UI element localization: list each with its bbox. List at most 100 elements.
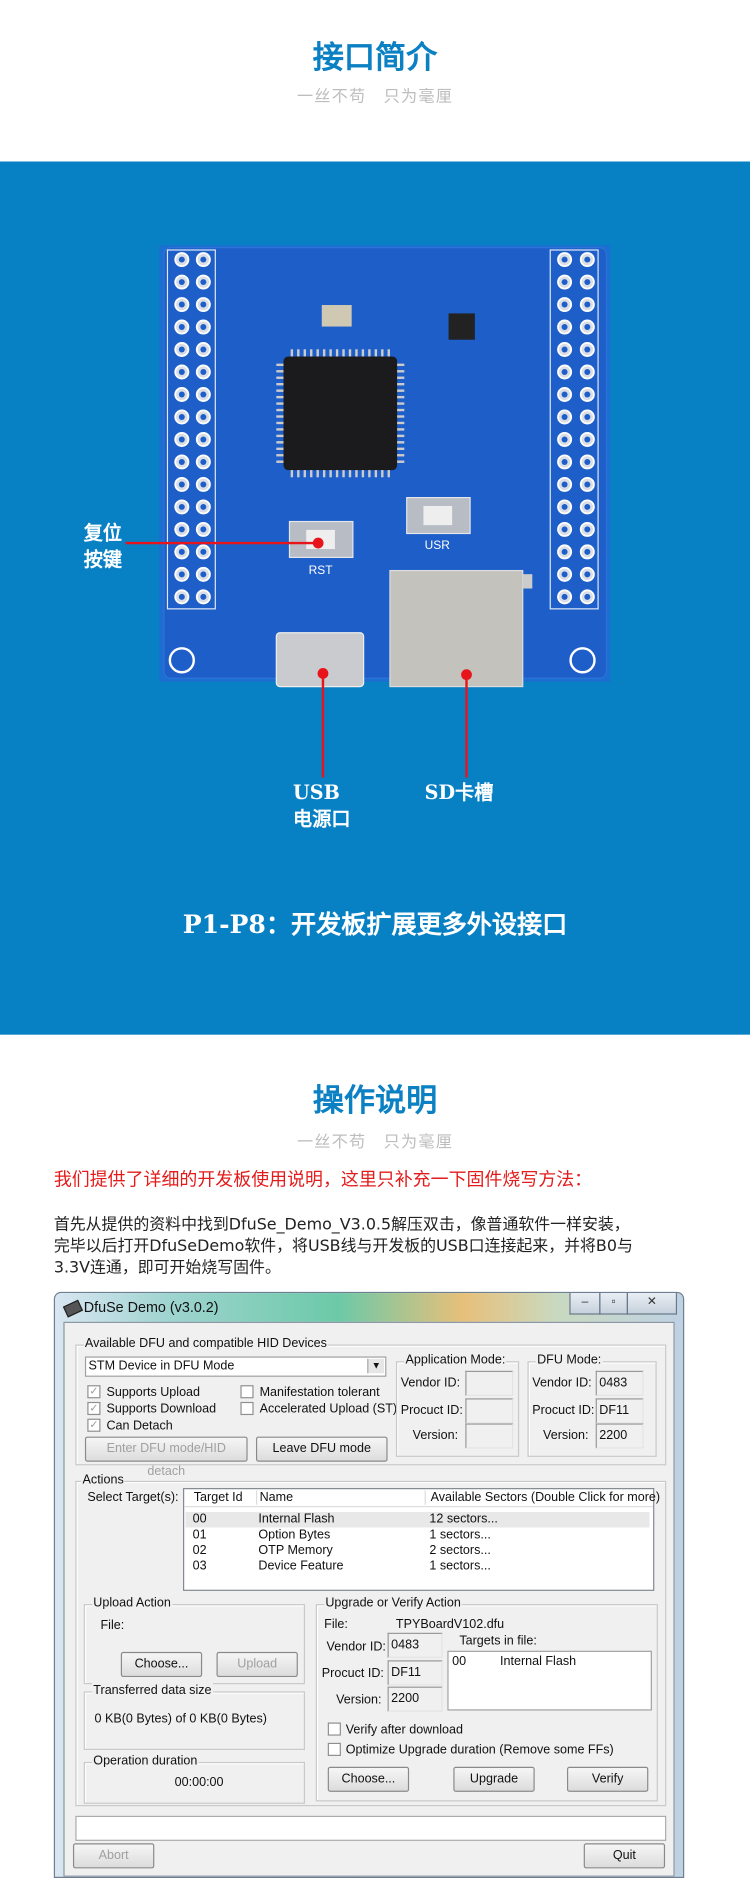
header-pin-hole xyxy=(178,279,185,286)
chip-leg xyxy=(397,383,405,386)
upgrade-product-field: DF11 xyxy=(387,1660,443,1686)
header-pin-hole xyxy=(561,413,568,420)
sd-card-slot xyxy=(389,569,524,688)
upgrade-file-name: TPYBoardV102.dfu xyxy=(395,1617,505,1632)
targets-in-file-list[interactable]: 00 Internal Flash xyxy=(447,1650,652,1711)
chip-leg xyxy=(276,389,284,392)
header-pin-hole xyxy=(200,369,207,375)
header-pin-hole xyxy=(584,503,591,510)
duration-value: 00:00:00 xyxy=(174,1775,224,1790)
verify-button[interactable]: Verify xyxy=(566,1766,649,1792)
header-pin-hole xyxy=(561,301,568,308)
upload-choose-button[interactable]: Choose... xyxy=(120,1651,203,1678)
enter-dfu-button[interactable]: Enter DFU mode/HID detach xyxy=(84,1436,248,1478)
quit-button[interactable]: Quit xyxy=(583,1843,666,1869)
duration-label: Operation duration xyxy=(92,1753,199,1768)
optimize-upgrade-checkbox[interactable] xyxy=(327,1742,341,1756)
ic-u4 xyxy=(448,313,475,340)
header-pin-hole xyxy=(561,458,568,465)
transferred-group: Transferred data size xyxy=(83,1683,306,1750)
header-pin-hole xyxy=(178,571,185,578)
chip-leg xyxy=(397,395,405,399)
checkbox-label: Optimize Upgrade duration (Remove some F… xyxy=(345,1742,614,1758)
header-pin-hole xyxy=(561,324,568,331)
table-cell: 1 sectors... xyxy=(429,1558,491,1573)
chip-leg xyxy=(374,349,378,357)
reset-label-line1: 复位 xyxy=(83,521,123,545)
upgrade-vendor-field: 0483 xyxy=(387,1632,443,1658)
dfu-product-label: Procuct ID: xyxy=(532,1403,595,1418)
close-button[interactable]: ✕ xyxy=(626,1293,678,1315)
header-pin-hole xyxy=(178,593,185,600)
targets-table[interactable]: Target Id Name Available Sectors (Double… xyxy=(183,1488,660,1591)
header-pin-hole xyxy=(200,256,207,263)
chip-leg xyxy=(276,415,284,418)
header-pin-hole xyxy=(584,571,591,578)
header-pin-hole xyxy=(561,391,568,398)
header-pin-hole xyxy=(584,413,591,420)
header-pin-hole xyxy=(584,391,591,398)
chip-leg xyxy=(297,349,300,357)
instructions-line: 3.3V连通，即可开始烧写固件。 xyxy=(53,1259,281,1278)
maximize-button[interactable]: ▫ xyxy=(599,1293,628,1315)
sd-pointer-dot xyxy=(461,669,472,681)
supports-download-checkbox[interactable]: ✓ xyxy=(87,1401,101,1416)
sd-slot-tab xyxy=(522,574,533,589)
upgrade-file-label: File: xyxy=(324,1617,348,1632)
upload-button[interactable]: Upload xyxy=(216,1651,298,1678)
header-pin-hole xyxy=(200,346,207,353)
status-field xyxy=(75,1815,667,1841)
table-header: Target Id Name Available Sectors (Double… xyxy=(184,1489,660,1508)
note-text: 我们提供了详细的开发板使用说明，这里只补充一下固件烧写方法： xyxy=(53,1169,593,1191)
dfu-vendor-field: 0483 xyxy=(595,1370,644,1396)
devices-group: Available DFU and compatible HID Devices xyxy=(75,1336,667,1466)
board-showcase: RST USR 复位 按键 USB 电源口 SD卡槽 P1-P8 xyxy=(0,161,750,1035)
chip-leg xyxy=(397,408,405,412)
chip-leg xyxy=(397,389,405,392)
header-pin-hole xyxy=(200,458,207,465)
upgrade-button[interactable]: Upgrade xyxy=(453,1766,535,1792)
column-header[interactable]: Target Id xyxy=(194,1490,258,1505)
chip-leg xyxy=(335,470,339,478)
chip-leg xyxy=(329,349,332,357)
upgrade-version-field: 2200 xyxy=(387,1686,443,1712)
checkbox-label: Supports Download xyxy=(106,1401,217,1417)
abort-button[interactable]: Abort xyxy=(72,1843,155,1869)
header-pin-hole xyxy=(178,436,185,443)
minimize-button[interactable]: – xyxy=(569,1293,601,1315)
app-vendor-field xyxy=(465,1370,514,1396)
chip-leg xyxy=(397,447,405,450)
section-title-interface: 接口简介 xyxy=(312,40,438,77)
manifestation-tolerant-checkbox[interactable] xyxy=(240,1385,254,1399)
chip-leg xyxy=(297,470,300,478)
chip-leg xyxy=(276,460,284,463)
upgrade-choose-button[interactable]: Choose... xyxy=(327,1766,410,1792)
header-pin-hole xyxy=(200,279,207,286)
header-pin-hole xyxy=(200,324,207,331)
chip-leg xyxy=(276,421,284,425)
verify-after-download-checkbox[interactable] xyxy=(327,1722,341,1736)
devices-group-label: Available DFU and compatible HID Devices xyxy=(83,1336,329,1351)
leave-dfu-button[interactable]: Leave DFU mode xyxy=(255,1436,388,1462)
usb-pointer-dot xyxy=(317,668,329,679)
header-pin-hole xyxy=(584,458,591,465)
device-select[interactable]: STM Device in DFU Mode ▼ xyxy=(84,1356,387,1377)
column-header[interactable]: Available Sectors (Double Click for more… xyxy=(430,1490,661,1505)
header-pin-hole xyxy=(200,503,207,510)
pin-header-outline xyxy=(549,249,599,610)
header-pin-hole xyxy=(561,503,568,510)
chip-leg xyxy=(290,470,294,478)
table-cell: 2 sectors... xyxy=(429,1543,491,1558)
column-header[interactable]: Name xyxy=(260,1490,426,1505)
chip-leg xyxy=(310,470,313,478)
can-detach-checkbox[interactable]: ✓ xyxy=(87,1418,101,1432)
supports-upload-checkbox[interactable]: ✓ xyxy=(87,1385,101,1399)
chip-leg xyxy=(397,370,405,373)
accelerated-upload-checkbox[interactable] xyxy=(240,1401,254,1416)
chevron-down-icon[interactable]: ▼ xyxy=(367,1358,384,1374)
